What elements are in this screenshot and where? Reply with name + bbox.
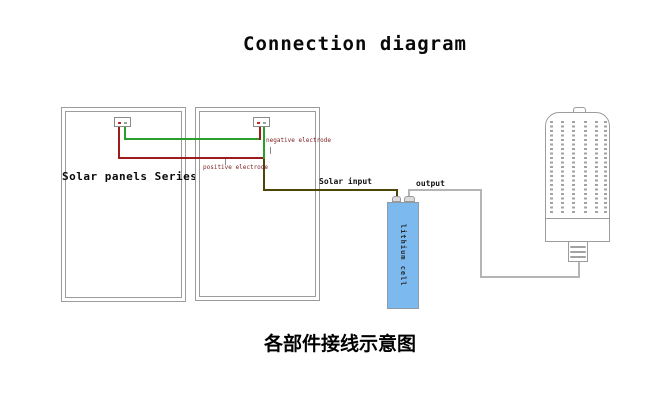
output-wire-segment [480, 276, 580, 278]
negative-electrode-label: negative electrode [266, 137, 332, 144]
led-column [584, 121, 587, 214]
solar-panels-label: Solar panels Series [62, 170, 198, 183]
negative-wire-segment [263, 127, 265, 159]
output-label: output [416, 179, 445, 188]
output-wire-segment [480, 189, 482, 278]
led-column [572, 121, 575, 214]
lithium-cell-label: lithium cell [399, 224, 407, 287]
negative-wire-segment [124, 138, 261, 140]
junction-box-right [253, 117, 270, 127]
screw-thread [570, 256, 586, 258]
solar-input-wire-segment [396, 191, 398, 197]
screw-thread [570, 246, 586, 248]
output-wire-segment [408, 189, 482, 191]
junction-box-left [114, 117, 131, 127]
led-column [550, 121, 553, 214]
output-wire-segment [578, 262, 580, 278]
negative-terminal-mark [263, 122, 266, 124]
page-title: Connection diagram [243, 33, 467, 55]
diagram-caption: 各部件接线示意图 [263, 333, 416, 355]
battery-terminal-right [404, 196, 415, 202]
positive-wire-segment [259, 127, 261, 140]
lamp-screw-base [568, 241, 588, 262]
positive-wire-segment [118, 127, 120, 159]
solar-input-wire-segment [263, 159, 265, 191]
positive-terminal-mark [257, 122, 260, 124]
positive-wire-segment [118, 157, 265, 159]
negative-label-pointer-line [270, 147, 271, 154]
led-column [561, 121, 564, 214]
lithium-cell: lithium cell [387, 202, 419, 309]
solar-input-label: Solar input [319, 177, 372, 186]
negative-wire-segment [124, 127, 126, 139]
solar-panel-left-inner-frame [65, 111, 182, 298]
positive-label-pointer-line [225, 159, 226, 165]
led-column [595, 121, 598, 214]
negative-terminal-mark [124, 122, 127, 124]
lamp-neck [545, 218, 610, 242]
screw-thread [570, 251, 586, 253]
solar-input-wire-segment [263, 189, 398, 191]
led-lamp-body [545, 112, 610, 219]
led-column [604, 121, 607, 214]
positive-electrode-label: positive electrode [203, 164, 269, 171]
battery-terminal-left [392, 196, 401, 202]
solar-panel-right-inner-frame [199, 111, 316, 297]
lamp-top-tab [573, 107, 586, 114]
output-wire-segment [408, 189, 410, 197]
positive-terminal-mark [118, 122, 121, 124]
